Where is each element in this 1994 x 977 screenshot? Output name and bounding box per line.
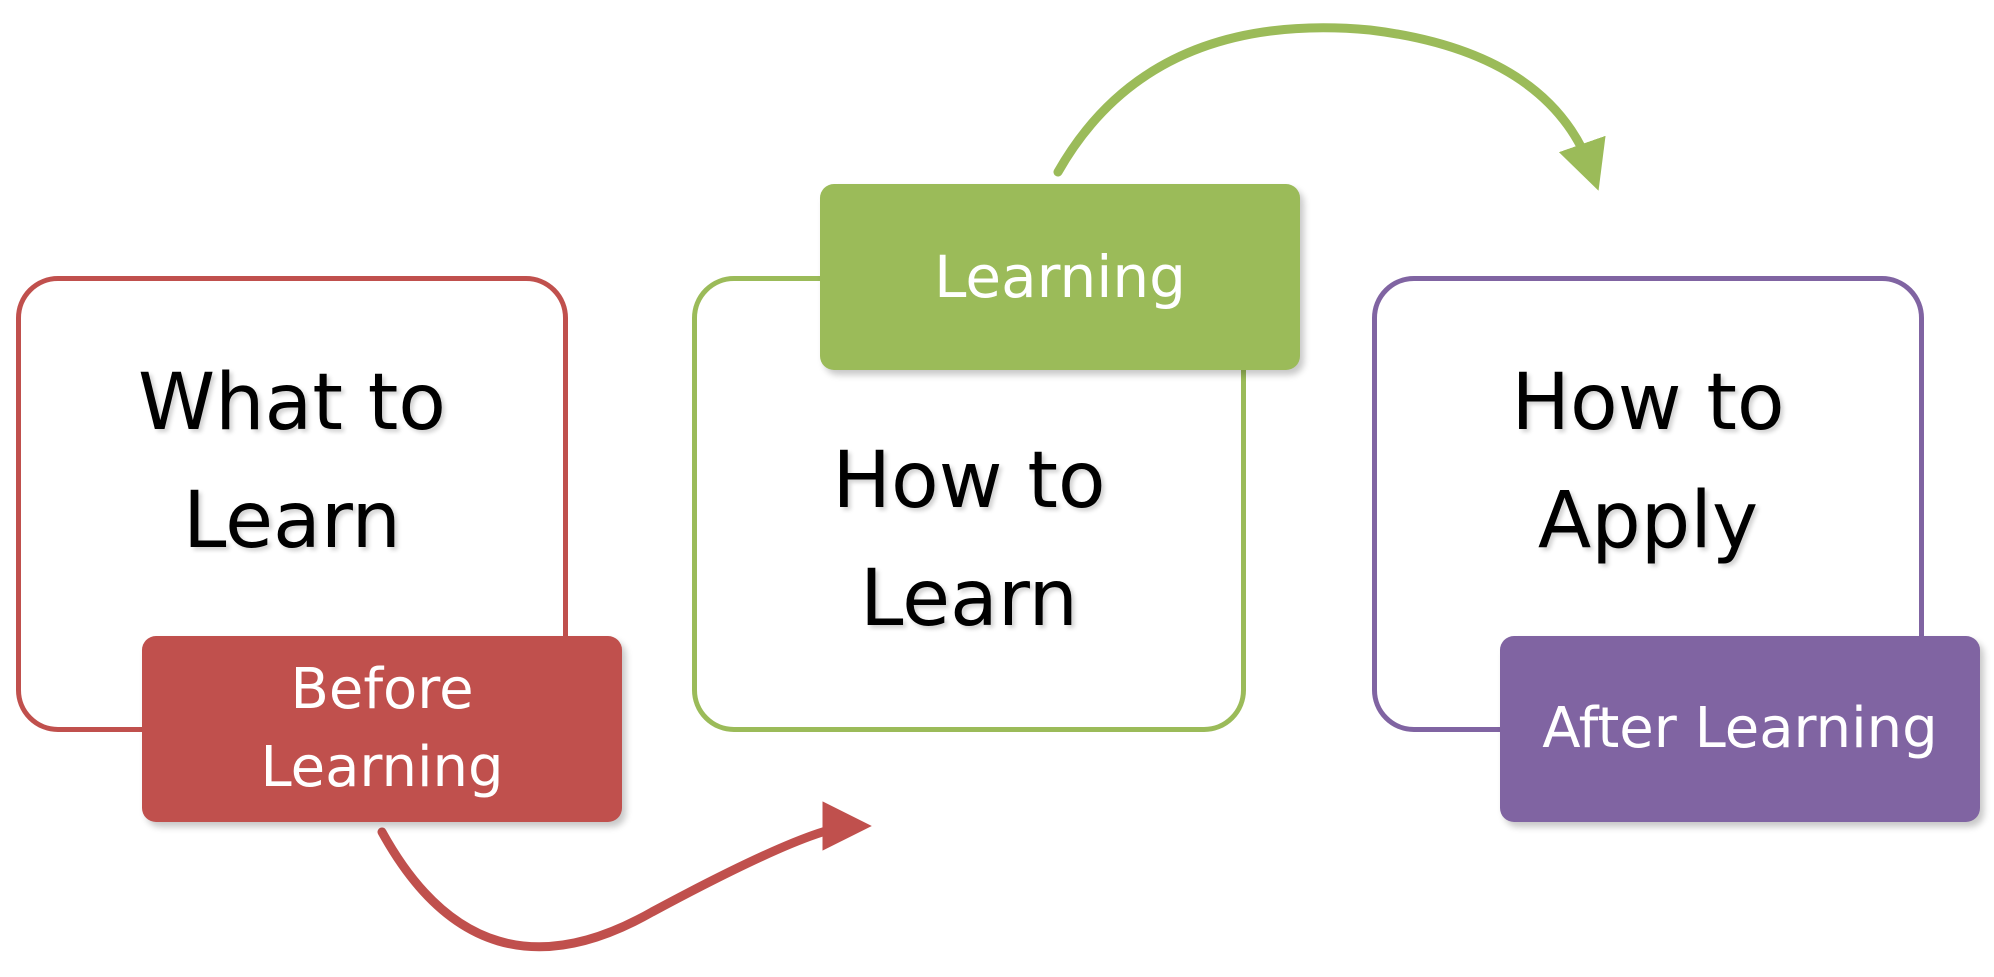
after-learning-text: After Learning (1542, 696, 1938, 761)
what-to-learn-text: What to Learn (137, 358, 447, 566)
learning-tag: Learning (820, 184, 1300, 370)
what-to-learn-card: What to Learn (16, 276, 568, 732)
how-to-learn-text: How to Learn (832, 436, 1106, 644)
learning-text: Learning (934, 243, 1186, 311)
arrow-before-to-learning (377, 801, 872, 952)
before-learning-tag: Before Learning (142, 636, 622, 822)
after-learning-tag: After Learning (1500, 636, 1980, 822)
arrow-learning-to-after (1053, 23, 1606, 191)
how-to-apply-text: How to Apply (1511, 358, 1785, 566)
before-learning-text: Before Learning (260, 657, 504, 800)
